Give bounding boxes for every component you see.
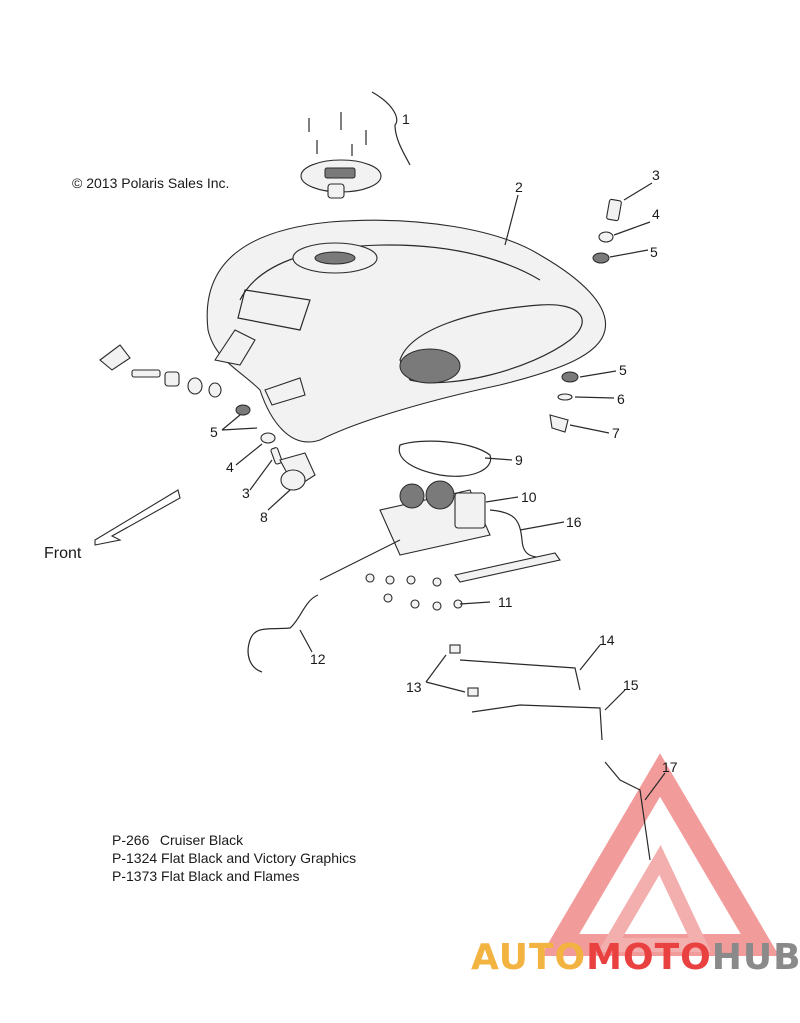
callout-9: 9 — [515, 452, 523, 468]
callout-11: 11 — [498, 594, 513, 610]
note-row: P-1373 Flat Black and Flames — [112, 867, 356, 885]
callout-3: 3 — [652, 167, 660, 183]
note-code: P-266 — [112, 832, 150, 848]
left-mounting-hardware — [99, 329, 316, 491]
watermark-text: AUTOMOTOHUB — [471, 937, 800, 978]
callout-14: 14 — [599, 632, 615, 648]
vent-tube — [604, 761, 651, 861]
fuel-pump-assembly — [379, 480, 561, 583]
callout-16: 16 — [566, 514, 582, 530]
fuel-tank — [206, 219, 607, 443]
note-text: Cruiser Black — [159, 832, 244, 848]
note-code: P-1324 — [112, 850, 158, 866]
callout-5-right: 5 — [619, 362, 627, 378]
callout-leaders — [221, 182, 666, 801]
watermark-moto: MOTO — [586, 937, 712, 978]
front-label: Front — [44, 545, 82, 562]
front-direction-arrow — [94, 489, 181, 546]
callout-5: 5 — [650, 244, 658, 260]
right-mounting-hardware — [549, 198, 622, 433]
callout-15: 15 — [623, 677, 639, 693]
watermark-auto: AUTO — [471, 937, 587, 978]
callout-10: 10 — [521, 489, 537, 505]
callout-4: 4 — [652, 206, 660, 222]
callout-7: 7 — [612, 425, 620, 441]
callout-12: 12 — [310, 651, 326, 667]
callout-1: 1 — [402, 111, 410, 127]
copyright-notice: © 2013 Polaris Sales Inc. — [72, 175, 230, 191]
callout-13: 13 — [406, 679, 422, 695]
callout-17: 17 — [662, 759, 678, 775]
fuel-lines — [449, 644, 603, 741]
fuel-hose — [247, 594, 319, 673]
callout-4-left: 4 — [226, 459, 234, 475]
gasket — [398, 440, 492, 477]
note-row: P-266 Cruiser Black — [112, 831, 356, 849]
note-text: Flat Black and Victory Graphics — [161, 850, 357, 866]
callout-labels: 1 2 3 4 5 5 6 7 9 10 16 5 4 3 8 11 12 14… — [210, 111, 678, 775]
note-row: P-1324 Flat Black and Victory Graphics — [112, 849, 356, 867]
callout-2: 2 — [515, 179, 523, 195]
callout-5-left: 5 — [210, 424, 218, 440]
fuel-cap-assembly — [300, 91, 411, 199]
note-text: Flat Black and Flames — [161, 868, 300, 884]
watermark-hub: HUB — [711, 937, 800, 978]
watermark-logo-mark — [540, 753, 780, 956]
callout-8: 8 — [260, 509, 268, 525]
callout-6: 6 — [617, 391, 625, 407]
note-code: P-1373 — [112, 868, 158, 884]
paint-options-notes: P-266 Cruiser Black P-1324 Flat Black an… — [112, 831, 356, 885]
screws-set — [365, 573, 463, 611]
callout-3-left: 3 — [242, 485, 250, 501]
